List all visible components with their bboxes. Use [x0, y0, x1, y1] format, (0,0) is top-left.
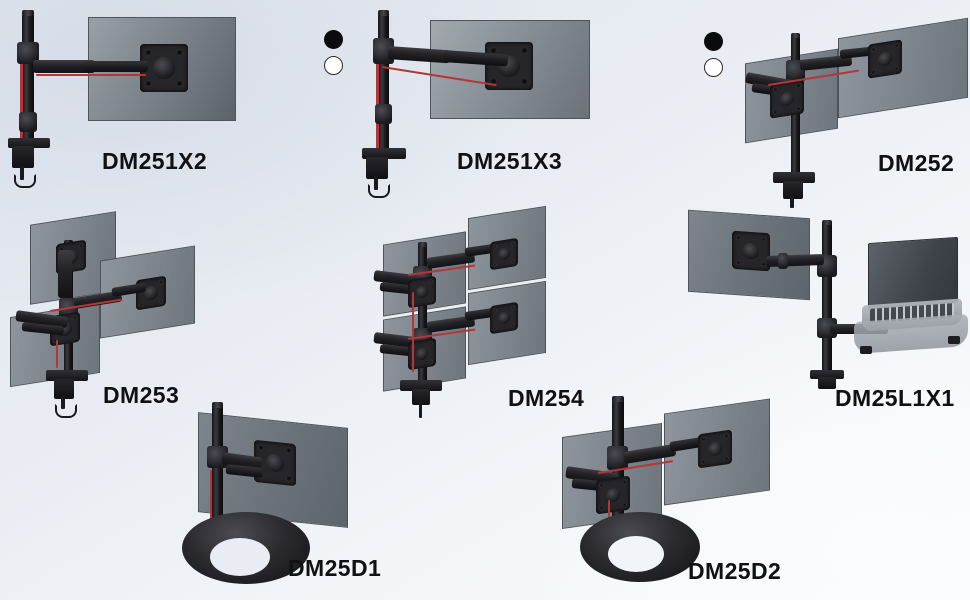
base-cutout — [608, 536, 664, 572]
product-label: DM251X3 — [457, 148, 563, 174]
product-dm254: DM254 — [350, 200, 670, 418]
product-label: DM25D1 — [288, 555, 382, 581]
arm-elbow — [778, 253, 788, 269]
extension-arm-1 — [33, 60, 95, 73]
color-swatches — [704, 32, 726, 84]
vesa-plate-left-icon — [596, 475, 630, 515]
product-dm251x3: DM251X3 — [320, 0, 640, 198]
pole-collar-lower — [375, 104, 392, 124]
tray-foot-left — [860, 346, 872, 354]
laptop-screen — [868, 236, 958, 310]
product-label: DM25D2 — [688, 558, 782, 584]
vesa-plate-icon — [732, 230, 770, 272]
pole-cap — [612, 396, 624, 402]
white-swatch[interactable] — [324, 56, 343, 75]
product-dm25l1x1: DM25L1X1 — [670, 200, 970, 415]
mount-pole — [418, 244, 427, 384]
vesa-plate-left-icon — [770, 79, 804, 119]
black-swatch[interactable] — [704, 32, 723, 51]
product-label: DM251X2 — [102, 148, 208, 174]
product-label: DM25L1X1 — [835, 385, 955, 411]
cable-routing-vertical — [412, 292, 414, 372]
mount-pole — [822, 222, 832, 374]
monitor-extension-arm — [765, 253, 825, 267]
color-swatches — [324, 30, 346, 82]
pole-collar — [607, 446, 628, 470]
black-swatch[interactable] — [324, 30, 343, 49]
pole-cap — [212, 402, 223, 408]
desk-clamp — [810, 370, 846, 392]
product-label: DM254 — [508, 385, 585, 411]
arm-cable — [36, 74, 146, 76]
product-label: DM253 — [103, 382, 180, 408]
vesa-plate-top-right-icon — [490, 237, 518, 271]
pole-cap — [22, 10, 34, 16]
desk-clamp — [362, 148, 408, 198]
vesa-plate-right-icon — [136, 275, 166, 311]
desk-clamp — [773, 172, 817, 214]
pole-cap — [822, 220, 832, 225]
extension-arm-top — [58, 250, 72, 298]
vesa-plate-bottom-right-icon — [490, 301, 518, 335]
pole-cap — [378, 10, 389, 16]
mount-pole — [212, 404, 223, 542]
desk-clamp — [46, 370, 90, 418]
base-cutout — [210, 538, 270, 576]
pole-cap — [418, 242, 427, 247]
product-dm253: DM253 — [0, 200, 300, 418]
vesa-plate-right-icon — [868, 39, 902, 79]
pole-collar-upper — [17, 42, 39, 64]
product-dm25d1: DM25D1 — [150, 390, 450, 600]
desk-clamp — [8, 138, 52, 188]
product-dm252: DM252 — [660, 0, 970, 208]
product-label: DM252 — [878, 150, 955, 176]
vesa-plate-right-icon — [698, 429, 732, 469]
cable-routing — [20, 58, 23, 150]
desk-clamp — [400, 380, 444, 418]
pole-cap — [791, 33, 800, 38]
white-swatch[interactable] — [704, 58, 723, 77]
pole-collar-lower — [19, 112, 37, 132]
cable-routing-vertical — [56, 340, 58, 368]
product-dm25d2: DM25D2 — [550, 390, 890, 600]
cable-routing — [210, 470, 212, 528]
extension-arm-2 — [84, 61, 148, 72]
monitor-panel-right — [838, 17, 968, 119]
product-dm251x2: DM251X2 — [0, 0, 300, 190]
vesa-plate-icon — [140, 44, 188, 92]
tray-foot-right — [948, 336, 960, 344]
mount-pole — [378, 12, 389, 158]
